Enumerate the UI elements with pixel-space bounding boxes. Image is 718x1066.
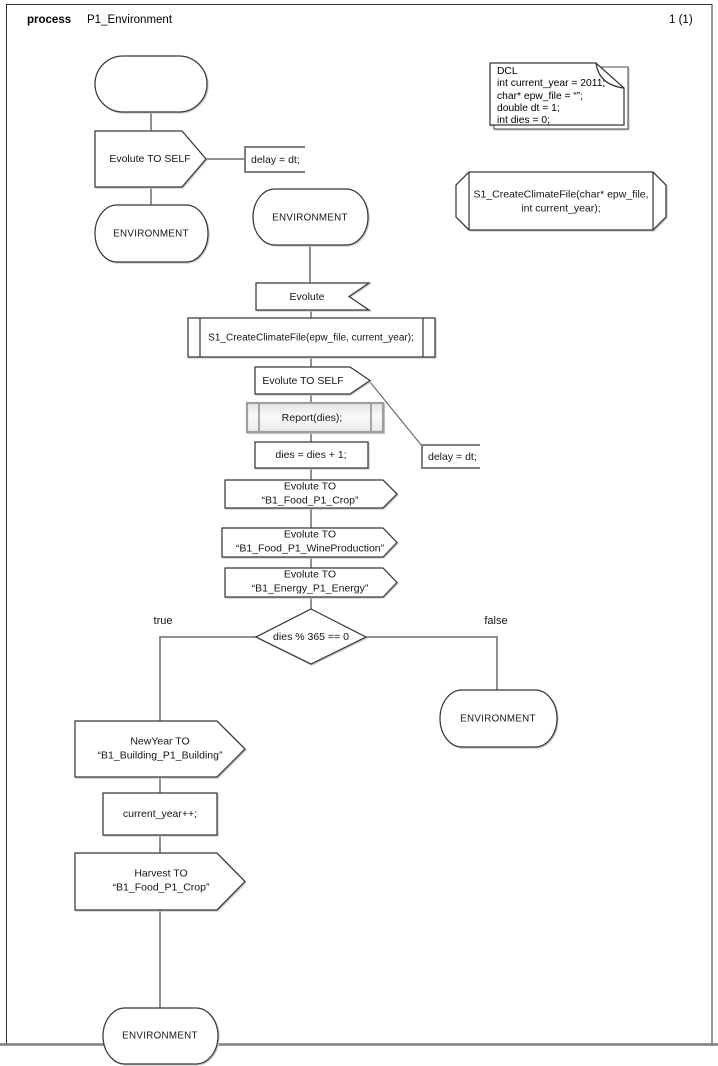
output-line: “B1_Food_P1_Crop” [112, 881, 210, 893]
output-line: “B1_Energy_P1_Energy” [251, 582, 369, 594]
output-evolute-wine-shape[interactable] [221, 527, 398, 558]
call-report-shape[interactable] [245, 401, 385, 434]
page-title: P1_Environment [87, 14, 173, 26]
output-evolute-self-2-label: Evolute TO SELF [262, 375, 344, 387]
output-line: NewYear TO [130, 735, 190, 748]
output-line: “B1_Building_P1_Building” [97, 749, 223, 761]
task-dies-increment-shape[interactable] [254, 441, 369, 469]
task-current-year-label: current_year++; [122, 808, 198, 820]
dcl-note-fold-icon [595, 62, 625, 89]
comment-delay-2-bracket[interactable] [421, 444, 480, 469]
output-evolute-self-1-shape[interactable] [94, 130, 207, 188]
output-line: Evolute TO [283, 480, 337, 493]
dcl-note-text: DCL int current_year = 2011; char* epw_f… [497, 66, 605, 127]
output-evolute-energy-shape[interactable] [224, 567, 398, 598]
dcl-line: char* epw_file = “”; [497, 90, 584, 102]
output-newyear-building-label: NewYear TO “B1_Building_P1_Building” [98, 735, 223, 762]
start-symbol[interactable] [94, 55, 208, 113]
output-line: Harvest TO [134, 867, 188, 880]
comment-delay-1-bracket[interactable] [244, 146, 305, 173]
edge-decision-false [366, 636, 498, 690]
dcl-line: double dt = 1; [497, 102, 560, 114]
state-environment-bottom-shape[interactable] [102, 1007, 219, 1065]
output-harvest-crop-label: Harvest TO “B1_Food_P1_Crop” [113, 867, 210, 894]
output-evolute-crop-label: Evolute TO “B1_Food_P1_Crop” [262, 480, 359, 507]
output-evolute-wine-label: Evolute TO “B1_Food_P1_WineProduction” [236, 528, 384, 555]
branch-true-label: true [153, 615, 173, 627]
output-harvest-crop-shape[interactable] [74, 852, 246, 911]
state-environment-2-label: ENVIRONMENT [272, 212, 348, 224]
edge-output2-to-comment2 [369, 381, 423, 447]
procedure-declaration-line: S1_CreateClimateFile(char* epw_file, [473, 188, 649, 201]
state-environment-1-label: ENVIRONMENT [113, 228, 189, 240]
call-create-climate-file-shape[interactable] [187, 317, 436, 358]
state-environment-1-shape[interactable] [94, 204, 209, 263]
output-line: Evolute TO [283, 528, 337, 541]
page-number: 1 (1) [669, 14, 693, 26]
task-dies-increment-label: dies = dies + 1; [275, 449, 347, 461]
connectors [150, 112, 498, 1008]
output-evolute-energy-label: Evolute TO “B1_Energy_P1_Energy” [252, 568, 369, 595]
decision-dies-mod-365-shape[interactable] [254, 608, 368, 665]
dcl-line: int current_year = 2011; [497, 78, 606, 90]
output-line: “B1_Food_P1_WineProduction” [235, 542, 385, 554]
state-environment-2-shape[interactable] [252, 188, 369, 246]
state-environment-false-label: ENVIRONMENT [460, 713, 536, 725]
page-border [6, 4, 713, 1044]
edge-decision-true [159, 636, 256, 721]
dcl-note-shape[interactable] [489, 62, 625, 126]
state-environment-bottom-label: ENVIRONMENT [122, 1030, 198, 1042]
dcl-line: int dies = 0; [497, 115, 550, 127]
output-evolute-self-2-shape[interactable] [254, 366, 372, 395]
state-environment-false-shape[interactable] [439, 689, 558, 748]
procedure-declaration-line: int current_year); [521, 202, 601, 214]
comment-delay-1-label: delay = dt; [251, 154, 300, 166]
call-report-label: Report(dies); [281, 412, 343, 424]
input-evolute-shape[interactable] [255, 282, 372, 311]
input-evolute-label: Evolute [289, 291, 325, 303]
output-evolute-crop-shape[interactable] [224, 479, 398, 509]
output-line: “B1_Food_P1_Crop” [261, 494, 359, 506]
output-line: Evolute TO [283, 568, 337, 581]
diagram-kind-label: process [27, 14, 72, 26]
procedure-declaration-label: S1_CreateClimateFile(char* epw_file, int… [473, 188, 648, 215]
dcl-line: DCL [497, 66, 518, 77]
call-create-climate-file-label: S1_CreateClimateFile(epw_file, current_y… [208, 332, 414, 344]
output-evolute-self-1-label: Evolute TO SELF [109, 153, 191, 165]
comment-delay-2-label: delay = dt; [428, 451, 477, 463]
comment-brackets [244, 146, 480, 469]
task-current-year-shape[interactable] [102, 792, 218, 836]
output-newyear-building-shape[interactable] [74, 720, 246, 778]
decision-dies-mod-365-label: dies % 365 == 0 [273, 631, 349, 643]
branch-false-label: false [484, 615, 508, 627]
